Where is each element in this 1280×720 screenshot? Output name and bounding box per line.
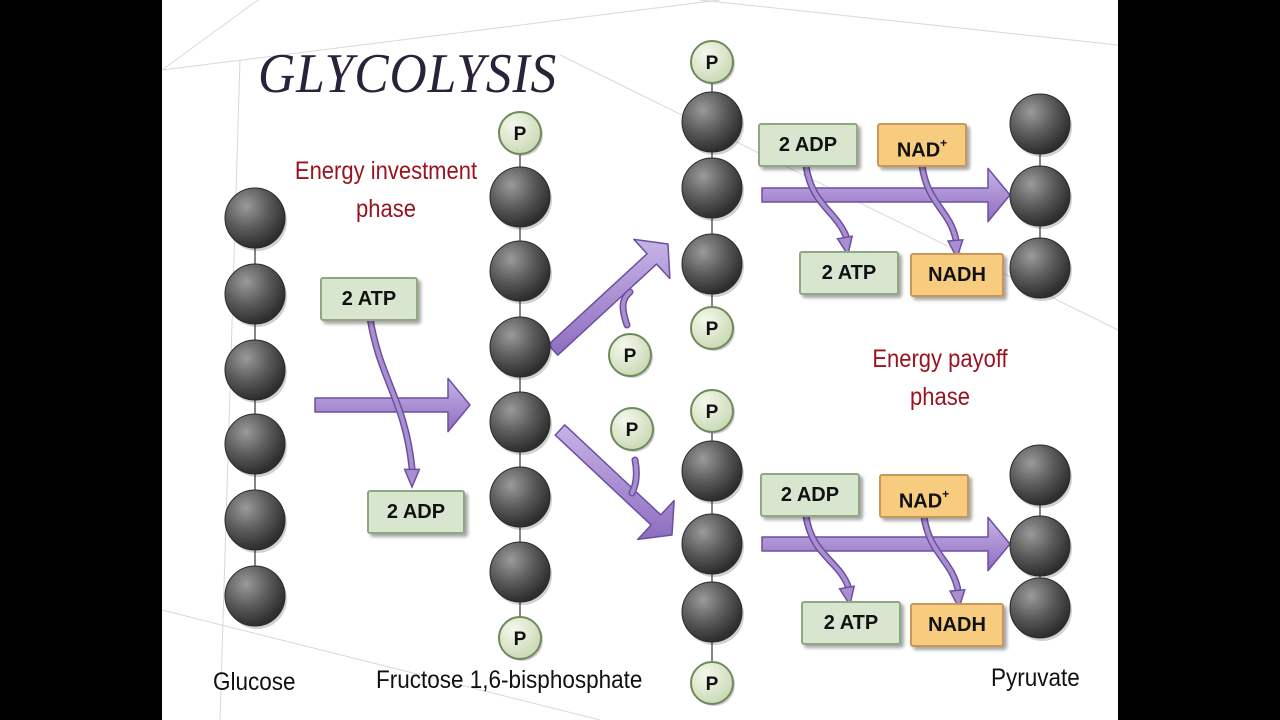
pyruvate_top-carbon xyxy=(1009,165,1071,227)
g3p_bottom-phosphate-label: P xyxy=(706,402,719,423)
glucose-carbon xyxy=(224,489,286,551)
nad-input-box-1: NAD+ xyxy=(877,123,967,167)
investment-phase-line2: phase xyxy=(356,195,416,223)
nad-to-nadh-curve-1 xyxy=(920,164,958,242)
g3p_bottom-phosphate xyxy=(690,389,734,433)
free-0-phosphate xyxy=(608,333,652,377)
adp-to-atp-curve-1 xyxy=(804,164,848,238)
atp-output-box-1: 2 ATP xyxy=(799,251,899,295)
adp-to-atp-curve-2-head xyxy=(838,585,856,607)
pyruvate_bottom-carbon xyxy=(1009,515,1071,577)
adp-input-box-2: 2 ADP xyxy=(760,473,860,517)
fructose-carbon xyxy=(489,541,551,603)
pyruvate_bottom-carbon xyxy=(1009,444,1071,506)
g3p_top-phosphate-label: P xyxy=(706,319,719,340)
fructose-bisphosphate-label: Fructose 1,6-bisphosphate xyxy=(376,666,643,694)
nad-to-nadh-curve-1-head xyxy=(946,238,964,260)
glucose-carbon xyxy=(224,187,286,249)
fructose-phosphate-label: P xyxy=(514,629,527,650)
fructose-carbon xyxy=(489,166,551,228)
nad-charge-1: + xyxy=(940,136,948,150)
nadh-output-box-2: NADH xyxy=(910,603,1004,647)
g3p_bottom-carbon xyxy=(681,513,743,575)
fructose-carbon xyxy=(489,240,551,302)
payoff-phase-label: Energy payoff phase xyxy=(850,340,1030,416)
fructose-carbon xyxy=(489,316,551,378)
decorative-line xyxy=(161,0,259,71)
reaction-arrows xyxy=(314,162,1011,610)
g3p_bottom-carbon xyxy=(681,581,743,643)
glucose-carbon xyxy=(224,413,286,475)
glucose-carbon xyxy=(224,565,286,627)
decorative-line xyxy=(161,0,721,71)
investment-arrow xyxy=(314,377,471,433)
g3p_top-phosphate xyxy=(690,306,734,350)
phosphate-in-bottom xyxy=(630,458,639,495)
fructose-phosphate-label: P xyxy=(514,124,527,145)
g3p_top-phosphate xyxy=(690,40,734,84)
page-title: GLYCOLYSIS xyxy=(258,43,558,105)
nadh-output-box-1: NADH xyxy=(910,253,1004,297)
nad-to-nadh-curve-2-head xyxy=(948,588,966,610)
payoff-arrow-top xyxy=(761,167,1011,223)
nad-input-box-2: NAD+ xyxy=(879,474,969,518)
free-1-phosphate xyxy=(610,407,654,451)
phosphate-in-top xyxy=(621,290,632,327)
decorative-line xyxy=(161,609,601,720)
fructose-phosphate xyxy=(498,616,542,660)
glucose-carbon xyxy=(224,339,286,401)
nad-label-2: NAD xyxy=(898,490,943,513)
atp-to-adp-curve-head xyxy=(403,468,421,489)
free-0-phosphate-label: P xyxy=(624,346,637,367)
decorative-line xyxy=(699,0,1119,46)
fructose-phosphate xyxy=(498,111,542,155)
adp-output-box: 2 ADP xyxy=(367,490,465,534)
atp-output-box-2: 2 ATP xyxy=(801,601,901,645)
g3p_top-carbon xyxy=(681,91,743,153)
investment-phase-label: Energy investment phase xyxy=(286,152,487,228)
g3p_top-carbon xyxy=(681,157,743,219)
split-arrow-top xyxy=(547,238,671,356)
pyruvate_top-carbon xyxy=(1009,237,1071,299)
pyruvate_bottom-carbon xyxy=(1009,577,1071,639)
payoff-phase-line2: phase xyxy=(910,383,970,411)
adp-to-atp-curve-2 xyxy=(804,514,850,588)
adp-input-box-1: 2 ADP xyxy=(758,123,858,167)
adp-to-atp-curve-1-head xyxy=(836,235,854,257)
nad-to-nadh-curve-2 xyxy=(922,515,960,592)
atp-input-box: 2 ATP xyxy=(320,277,418,321)
nad-charge-2: + xyxy=(942,487,950,501)
investment-phase-line1: Energy investment xyxy=(294,157,478,185)
fructose-carbon xyxy=(489,466,551,528)
g3p_top-phosphate-label: P xyxy=(706,53,719,74)
atp-to-adp-curve xyxy=(368,316,414,470)
g3p_bottom-carbon xyxy=(681,440,743,502)
carbon-chains: P P P P P P P P xyxy=(224,40,1072,706)
payoff-phase-line1: Energy payoff xyxy=(872,345,1008,373)
split-arrow-bottom xyxy=(554,424,675,541)
free-1-phosphate-label: P xyxy=(626,420,639,441)
nad-label-1: NAD xyxy=(896,139,941,162)
pyruvate-label: Pyruvate xyxy=(991,664,1080,692)
pyruvate_top-carbon xyxy=(1009,93,1071,155)
g3p_bottom-phosphate-label: P xyxy=(706,674,719,695)
g3p_bottom-phosphate xyxy=(690,661,734,705)
glucose-label: Glucose xyxy=(213,668,296,696)
fructose-carbon xyxy=(489,391,551,453)
payoff-arrow-bottom xyxy=(761,516,1011,572)
g3p_top-carbon xyxy=(681,233,743,295)
decorative-line xyxy=(219,59,241,720)
glucose-carbon xyxy=(224,263,286,325)
